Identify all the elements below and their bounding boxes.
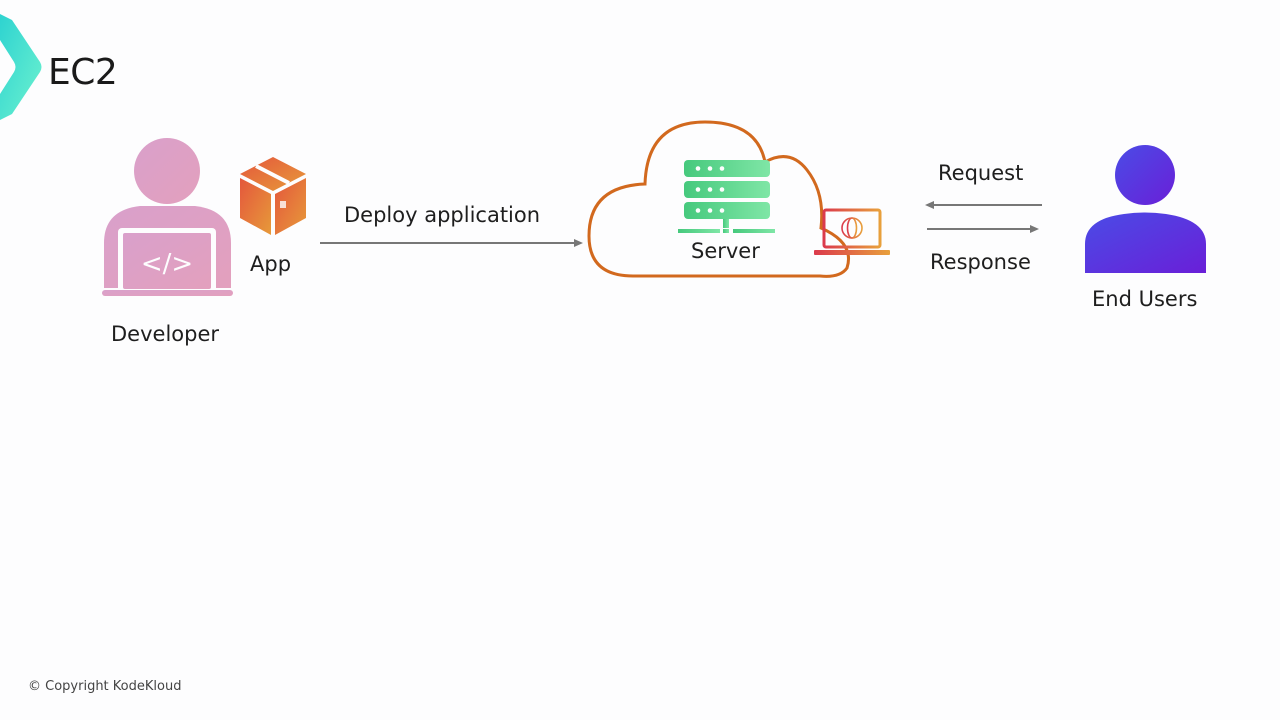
developer-label: Developer [111,322,220,346]
response-arrow [927,225,1039,233]
user-icon [1085,145,1206,273]
svg-text:</>: </> [141,249,193,279]
deploy-arrow [320,239,583,247]
server-rack-icon [678,160,775,233]
developer-laptop-icon: </> [102,138,233,296]
server-label: Server [691,239,760,263]
request-label: Request [938,161,1024,185]
app-label: App [250,252,292,276]
laptop-globe-icon [814,208,890,255]
deploy-application-label: Deploy application [344,203,541,227]
package-box-icon [240,157,306,235]
logo-chevron-icon [0,14,42,120]
copyright-footer: © Copyright KodeKloud [28,679,182,694]
end-users-label: End Users [1092,287,1198,311]
response-label: Response [930,250,1031,274]
slide-title: EC2 [48,52,118,93]
request-arrow [925,201,1042,209]
